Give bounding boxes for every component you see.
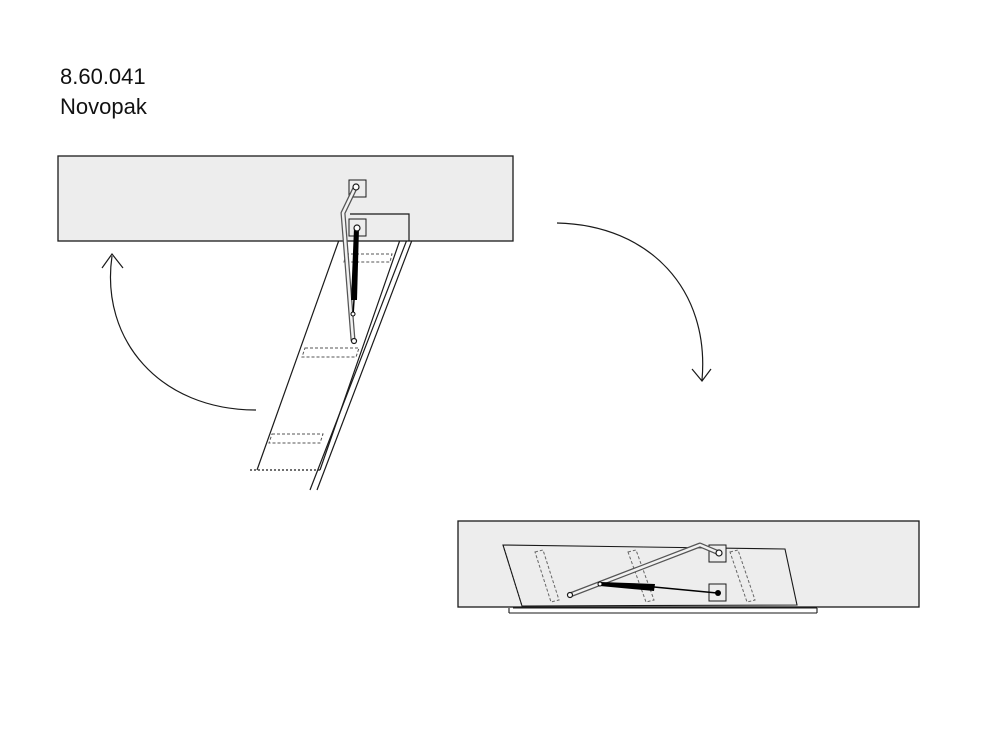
folded-ladder (502, 544, 798, 607)
pivot-points (350, 183, 361, 345)
hatch-cover-lines (508, 607, 818, 614)
product-code: 8.60.041 (60, 64, 146, 89)
pivot-points-closed (566, 549, 723, 599)
ceiling-panel (57, 155, 514, 242)
hatch-frame (350, 213, 410, 241)
open-ladder-view (57, 155, 514, 491)
fold-down-arrow (556, 222, 712, 382)
fold-up-arrow (101, 252, 257, 411)
product-name: Novopak (60, 94, 147, 119)
closed-ladder-view (457, 520, 920, 614)
ladder-steps (268, 253, 393, 444)
gas-spring-closed (597, 581, 721, 596)
ladder-rails (250, 205, 426, 491)
gas-spring (350, 228, 359, 317)
